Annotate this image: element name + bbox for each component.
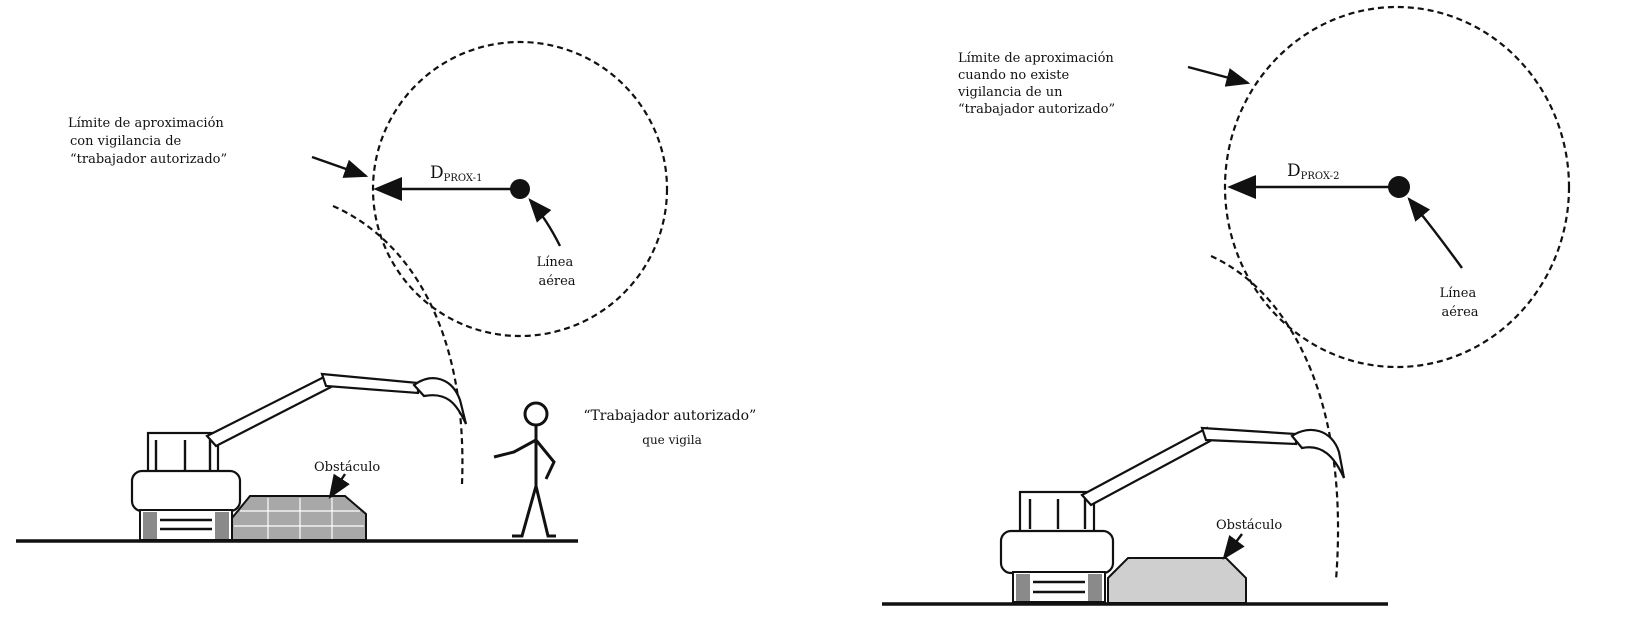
- right-approach-limit-circle: [1223, 5, 1571, 369]
- right-obstacle-label: Obstáculo: [1216, 518, 1282, 533]
- right-overhead-line-conductor: [1388, 176, 1410, 198]
- worker-pointing-arm: [493, 438, 537, 459]
- right-distance-label: DPROX-2: [1287, 161, 1339, 182]
- worker-head: [523, 401, 549, 427]
- left-line-label: Línea aérea: [537, 255, 578, 289]
- left-obstacle-pattern: [234, 498, 364, 539]
- left-excavator-body: [130, 469, 242, 513]
- right-obstacle-pointer-arrow: [1222, 533, 1245, 560]
- left-overhead-line-conductor: [510, 179, 530, 199]
- right-boundary-label: Límite de aproximación cuando no existe …: [957, 51, 1118, 117]
- right-excavator-reach-arc: [1210, 254, 1340, 581]
- left-excavator-boom: [205, 373, 335, 448]
- left-excavator: [130, 372, 468, 541]
- left-approach-limit-circle: [371, 40, 669, 338]
- right-excavator-boom: [1080, 426, 1214, 507]
- left-line-pointer-arrow: [528, 198, 562, 247]
- left-panel: Límite de aproximación con vigilancia de…: [16, 40, 760, 543]
- right-line-label: Línea aérea: [1440, 286, 1481, 320]
- right-excavator-bucket: [1290, 428, 1346, 479]
- right-obstacle: [1107, 557, 1247, 604]
- left-boundary-pointer-arrow: [311, 155, 369, 178]
- left-obstacle-label: Obstáculo: [314, 460, 380, 475]
- right-panel: Límite de aproximación cuando no existe …: [882, 5, 1571, 606]
- left-distance-label: DPROX-1: [430, 163, 482, 184]
- authorized-worker-figure: [493, 401, 556, 538]
- left-excavator-cab: [146, 431, 220, 475]
- right-excavator: [999, 426, 1346, 603]
- left-obstacle-pointer-arrow: [328, 473, 350, 500]
- left-obstacle: [231, 495, 367, 541]
- right-line-pointer-arrow: [1407, 197, 1463, 269]
- left-boundary-label: Límite de aproximación con vigilancia de…: [68, 116, 228, 167]
- left-excavator-arm: [320, 372, 420, 395]
- worker-left-leg: [512, 485, 538, 538]
- right-excavator-body: [999, 529, 1115, 575]
- left-excavator-bucket: [412, 377, 468, 425]
- worker-label: “Trabajador autorizado” que vigila: [583, 408, 760, 447]
- right-boundary-pointer-arrow: [1187, 65, 1251, 87]
- right-excavator-arm: [1200, 426, 1298, 446]
- worker-right-leg: [534, 485, 556, 538]
- left-excavator-reach-arc: [332, 204, 464, 485]
- worker-hip-arm: [534, 439, 556, 480]
